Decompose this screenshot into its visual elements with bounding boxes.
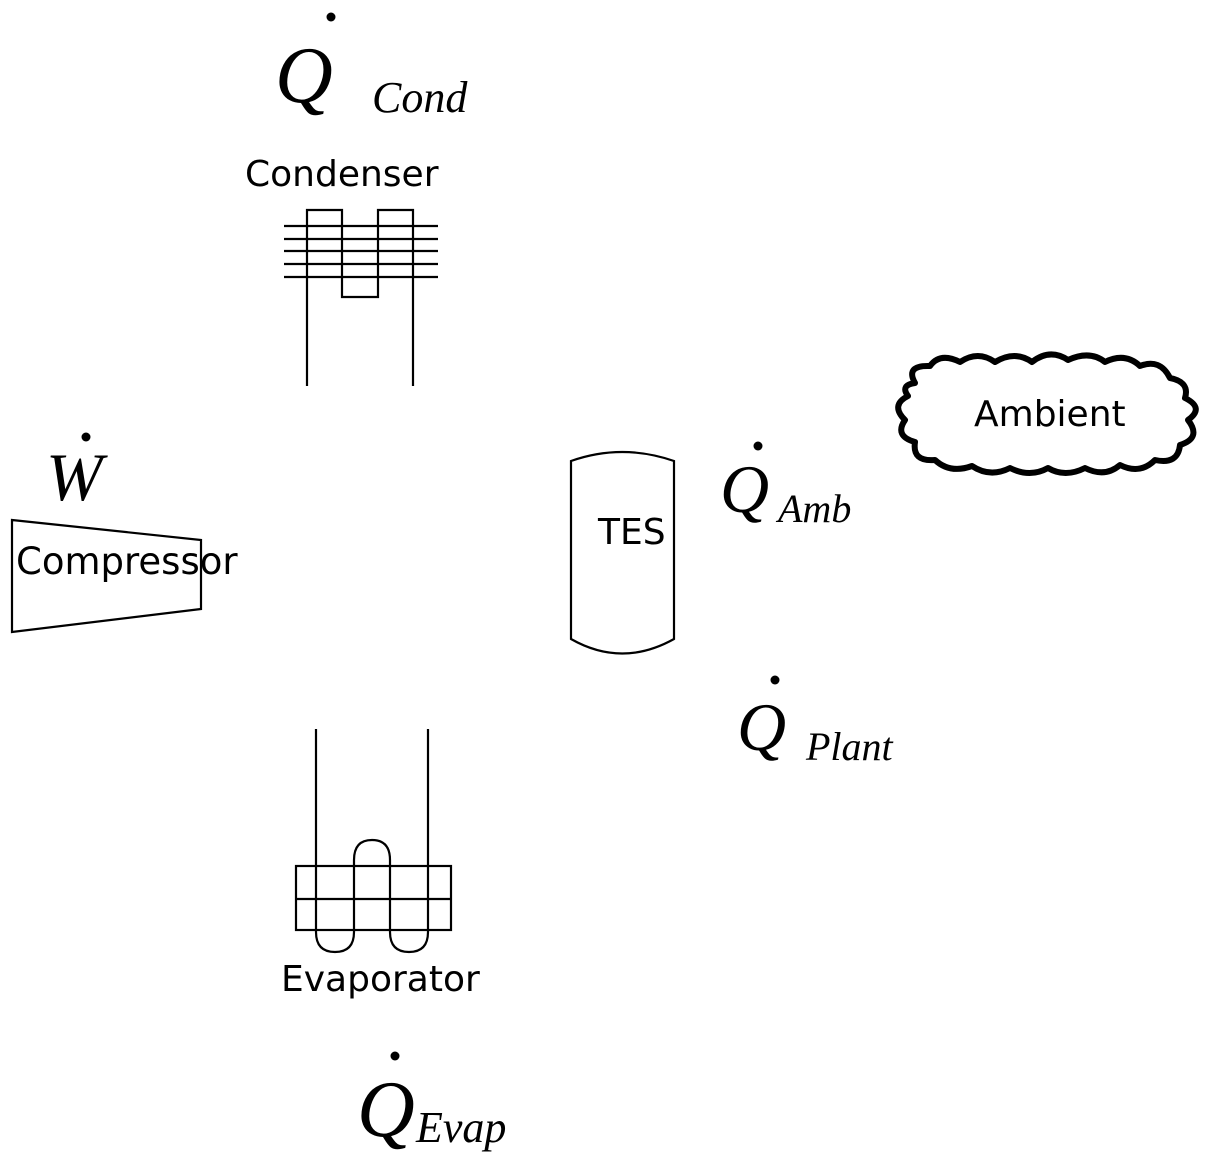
w-main: W: [46, 439, 108, 515]
compressor-label: Compressor: [16, 540, 238, 583]
q-amb-dot: [753, 441, 763, 451]
q-evap-dot: [390, 1051, 400, 1061]
q-amb-subscript: Amb: [775, 486, 851, 531]
evaporator-label: Evaporator: [281, 959, 480, 1000]
q-plant-dot: [770, 675, 780, 685]
w-dot: [81, 432, 91, 442]
ambient-label: Ambient: [974, 394, 1126, 435]
q-plant-symbol: Q Plant: [737, 675, 894, 769]
q-evap-subscript: Evap: [415, 1103, 506, 1152]
tes-tank: [569, 450, 676, 655]
q-plant-main: Q: [737, 689, 786, 765]
q-evap-symbol: Q Evap: [357, 1051, 506, 1154]
tes-label: TES: [597, 512, 666, 553]
ambient-cloud: [895, 351, 1199, 476]
q-cond-subscript: Cond: [372, 73, 468, 122]
q-cond-symbol: Q Cond: [275, 12, 468, 122]
q-amb-main: Q: [720, 451, 769, 527]
q-cond-main: Q: [275, 32, 333, 120]
compressor-shape: [10, 518, 203, 634]
q-evap-main: Q: [357, 1066, 415, 1154]
w-symbol: W: [46, 432, 108, 515]
q-plant-subscript: Plant: [805, 724, 894, 769]
condenser-label: Condenser: [245, 154, 439, 195]
q-cond-dot: [326, 12, 336, 22]
condenser-coil: [284, 208, 438, 386]
evaporator-coil: [294, 729, 453, 954]
q-amb-symbol: Q Amb: [720, 441, 851, 531]
